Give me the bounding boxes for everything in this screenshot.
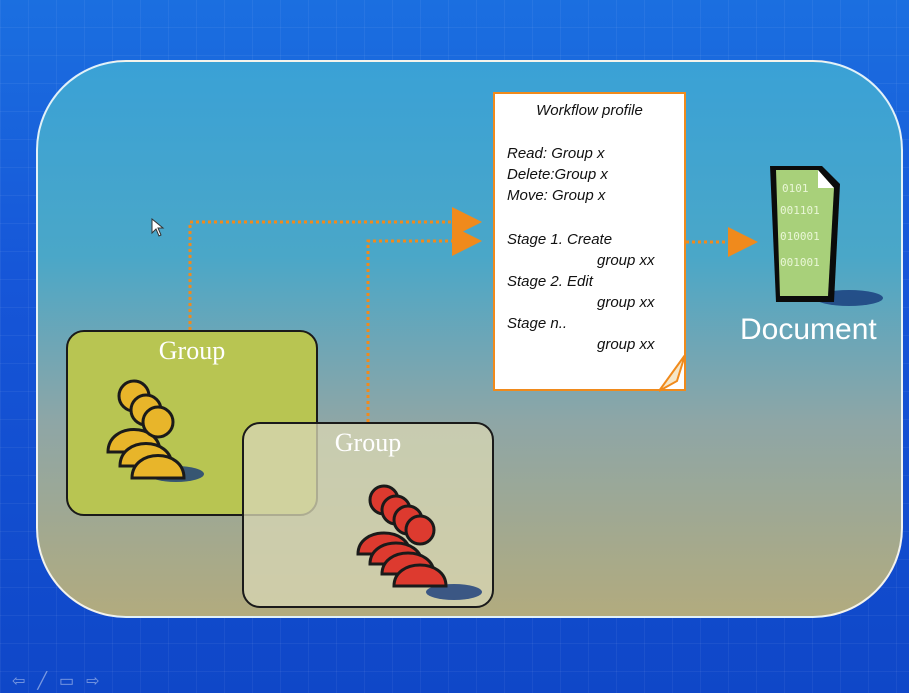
pen-icon[interactable]: ╱ xyxy=(37,673,48,690)
stage-1: Stage 1. Create xyxy=(507,231,613,248)
stage-n-group: group xx xyxy=(597,336,655,353)
arrow-right-icon[interactable]: ⇨ xyxy=(86,673,100,690)
group-box-b: Group xyxy=(242,422,494,608)
people-group-yellow-icon xyxy=(106,379,204,482)
document-label: Document xyxy=(740,313,877,346)
binary-line-3: 010001 xyxy=(780,230,820,243)
workflow-profile-card: Workflow profile Read: Group x Delete:Gr… xyxy=(493,92,686,391)
slideshow-navigation: ⇦ ╱ ▭ ⇨ xyxy=(12,671,100,691)
workflow-title: Workflow profile xyxy=(536,102,643,119)
read-permission: Read: Group x xyxy=(507,145,605,162)
stage-2: Stage 2. Edit xyxy=(507,273,593,290)
binary-document-icon: 0101 001101 010001 001001 xyxy=(770,166,883,306)
group-b-label: Group xyxy=(334,428,402,457)
binary-line-4: 001001 xyxy=(780,256,820,269)
move-permission: Move: Group x xyxy=(507,187,606,204)
people-group-red-icon xyxy=(356,484,482,600)
stage-2-group: group xx xyxy=(597,294,655,311)
arrow-group-a-to-profile xyxy=(188,207,482,330)
binary-line-1: 0101 xyxy=(782,182,809,195)
group-a-label: Group xyxy=(158,336,226,365)
menu-icon[interactable]: ▭ xyxy=(59,673,75,690)
arrow-left-icon[interactable]: ⇦ xyxy=(12,673,26,690)
stage-1-group: group xx xyxy=(597,252,655,269)
arrow-group-b-to-profile xyxy=(366,226,482,422)
delete-permission: Delete:Group x xyxy=(507,166,608,183)
stage-n: Stage n.. xyxy=(507,315,568,332)
mouse-cursor-icon xyxy=(151,218,165,237)
page-curl-icon xyxy=(659,355,686,392)
binary-line-2: 001101 xyxy=(780,204,820,217)
